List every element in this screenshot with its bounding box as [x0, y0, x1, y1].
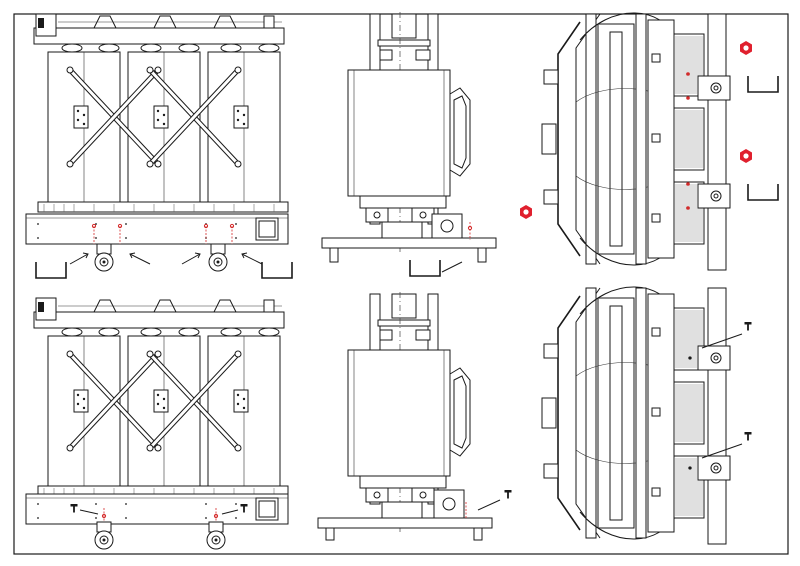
wheel-icon [206, 521, 226, 550]
side-pin [467, 222, 473, 240]
u-bracket-icon [261, 261, 293, 279]
u-bracket-icon [747, 75, 779, 93]
transformer-core-front [34, 298, 288, 496]
direction-arrows [69, 252, 263, 265]
wheel-icon [94, 521, 114, 550]
view-bottom-plan [541, 286, 752, 545]
base-frame-front [25, 493, 289, 525]
base-rail-side [321, 237, 497, 249]
mounting-lugs [697, 345, 731, 481]
removal-pins [91, 223, 235, 244]
transformer-core-front [34, 14, 288, 212]
view-top-side [321, 11, 532, 277]
wheel-icon [94, 243, 114, 272]
wheel-housing-side [431, 213, 463, 239]
bolt-icon [744, 432, 752, 441]
direction-arrows [701, 333, 743, 459]
transformer-core-plan [541, 12, 727, 271]
direction-arrows [79, 509, 239, 515]
wheel-icon [208, 243, 228, 272]
highlight-dots [686, 72, 690, 210]
hex-nut-icon [520, 205, 532, 219]
view-top-front [25, 14, 293, 279]
hex-nut-icon [740, 149, 752, 163]
bolt-pins [101, 508, 219, 522]
view-bottom-side [317, 291, 512, 541]
u-bracket-icon [409, 259, 441, 277]
transformer-core-plan [541, 286, 727, 545]
direction-arrow [441, 261, 463, 273]
wheel-housing-side [433, 489, 465, 519]
mounting-lugs [697, 75, 731, 209]
hex-nut-icon [740, 41, 752, 55]
view-bottom-front [25, 298, 289, 550]
direction-arrow [477, 499, 501, 511]
bolt-icon [744, 322, 752, 331]
base-rail-side [317, 517, 493, 529]
u-bracket-icon [35, 261, 67, 279]
grid-hatching [675, 36, 703, 242]
base-frame-front [25, 213, 289, 245]
view-top-plan [541, 12, 779, 271]
bolt-icon [504, 490, 512, 499]
u-bracket-icon [747, 183, 779, 201]
